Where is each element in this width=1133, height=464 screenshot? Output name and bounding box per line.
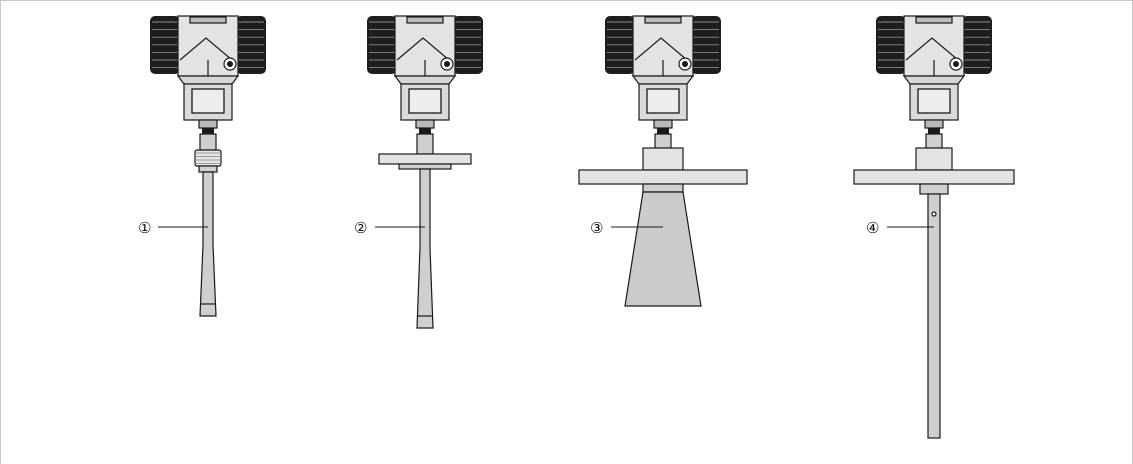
adapter <box>199 133 217 151</box>
device-group: ① ② ③ ④ <box>138 15 1015 439</box>
housing-top-cap <box>915 16 953 24</box>
flange-hub <box>915 147 953 171</box>
housing-chevron <box>396 37 450 61</box>
neck-nut <box>657 128 669 134</box>
callout-number: ③ <box>590 219 603 237</box>
display-window <box>408 88 442 114</box>
thread-stub <box>198 165 218 173</box>
flange-hub <box>642 147 684 171</box>
display-window <box>917 88 951 114</box>
device-1: ① <box>138 15 266 317</box>
neck-collar <box>924 119 944 129</box>
rod-vent-hole <box>931 211 937 217</box>
housing-chevron <box>179 37 233 61</box>
housing-shoulder <box>902 75 966 85</box>
screw-inner <box>227 61 233 67</box>
housing-top-cap <box>406 16 444 24</box>
display-window <box>191 88 225 114</box>
housing-top-cap <box>644 16 682 24</box>
callout-number: ① <box>138 219 151 237</box>
neck-nut <box>928 128 940 134</box>
housing-shoulder <box>631 75 695 85</box>
callout-number: ④ <box>866 219 879 237</box>
housing-chevron <box>905 37 959 61</box>
drop-rod-antenna <box>199 171 217 317</box>
horn-throat <box>642 183 684 193</box>
neck-collar <box>653 119 673 129</box>
device-4: ④ <box>853 15 1015 439</box>
extension-rod-antenna <box>927 193 941 439</box>
horn-antenna <box>624 191 702 307</box>
housing-shoulder <box>176 75 240 85</box>
housing-shoulder <box>393 75 457 85</box>
adapter <box>925 133 943 149</box>
screw-inner <box>444 61 450 67</box>
neck-collar <box>198 119 218 129</box>
flange-plate <box>378 153 472 165</box>
neck-collar <box>415 119 435 129</box>
adapter <box>654 133 672 149</box>
screw-inner <box>682 61 688 67</box>
device-2: ② <box>354 15 483 329</box>
flange-gasket <box>398 163 452 170</box>
housing-top-cap <box>189 16 227 24</box>
rod-collar <box>919 183 949 195</box>
flange-plate <box>853 169 1015 185</box>
neck-nut <box>419 128 431 134</box>
callout-number: ② <box>354 219 367 237</box>
housing-chevron <box>634 37 688 61</box>
device-3: ③ <box>578 15 748 307</box>
screw-inner <box>953 61 959 67</box>
flange-plate <box>578 169 748 185</box>
drop-rod-antenna <box>416 168 434 329</box>
display-window <box>646 88 680 114</box>
neck-nut <box>202 128 214 134</box>
adapter <box>416 133 434 155</box>
